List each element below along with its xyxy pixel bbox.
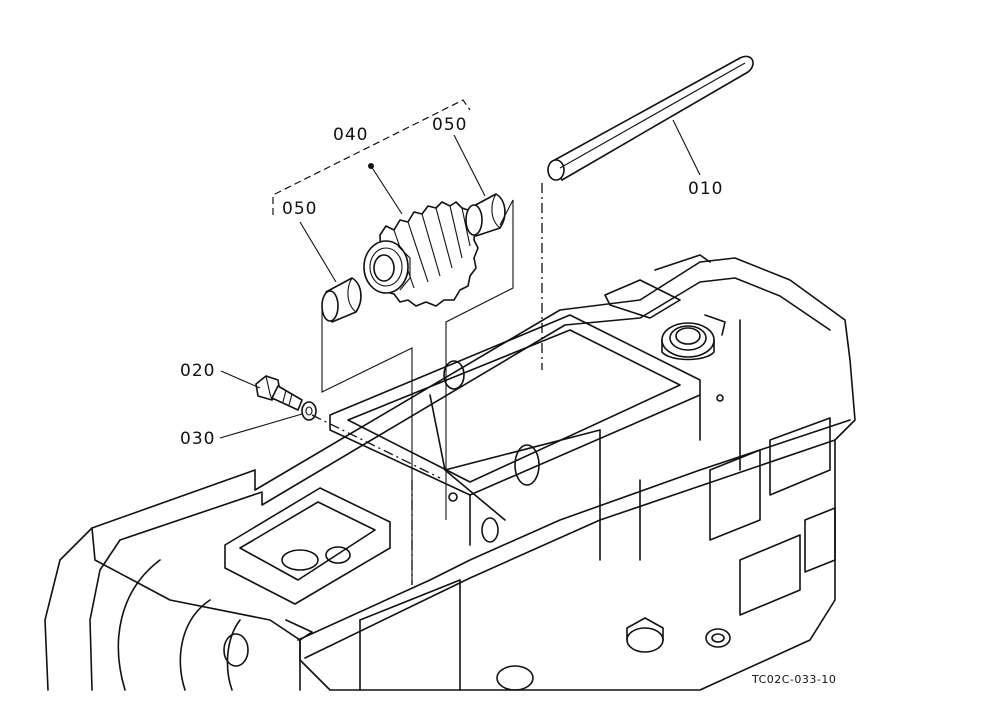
assembly-center-lines: [311, 199, 514, 585]
transmission-housing: [44, 254, 856, 691]
figure-code: TC02C-033-10: [751, 673, 836, 686]
label-030: 030: [180, 429, 215, 449]
label-020: 020: [180, 361, 215, 381]
bushing-050-right: [465, 193, 506, 237]
leader-lines: [219, 119, 701, 439]
label-050-right: 050: [432, 115, 467, 135]
bolt-020: [255, 375, 303, 411]
washer-030: [301, 401, 317, 421]
label-010: 010: [688, 179, 723, 199]
shaft-010: [541, 55, 754, 370]
gear-040: [363, 163, 479, 307]
bushing-050-left: [321, 277, 362, 323]
label-040: 040: [333, 125, 368, 145]
assembly-bracket-040: [272, 99, 471, 215]
label-050-left: 050: [282, 199, 317, 219]
